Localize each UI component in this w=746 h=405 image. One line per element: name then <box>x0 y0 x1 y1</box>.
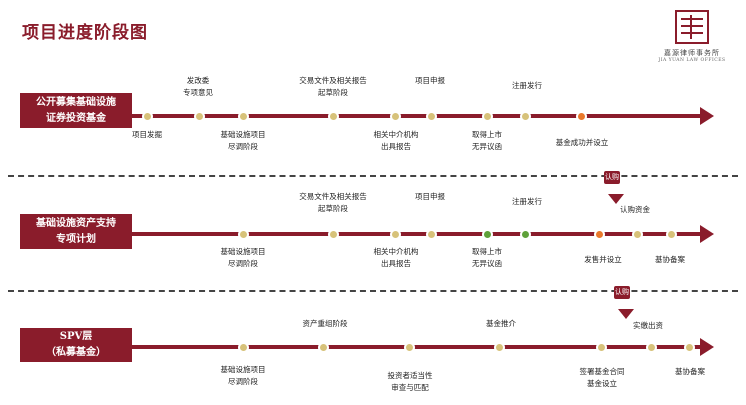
milestone-dot <box>238 342 249 353</box>
milestone-label: 基础设施项目尽调阶段 <box>220 365 266 386</box>
firm-name-en: JIA YUAN LAW OFFICES <box>658 58 726 63</box>
milestone-dot <box>494 342 505 353</box>
subscribe-arrow-icon <box>608 194 624 204</box>
lane-separator <box>8 175 738 177</box>
milestone-dot <box>328 111 339 122</box>
milestone-label: 基础设施项目尽调阶段 <box>220 247 266 268</box>
milestone-dot <box>594 229 605 240</box>
timeline-arrow-icon <box>700 107 714 125</box>
milestone-label: 项目发掘 <box>132 130 162 139</box>
milestone-dot <box>576 111 587 122</box>
milestone-dot <box>520 111 531 122</box>
milestone-label: 交易文件及相关报告起草阶段 <box>299 76 367 97</box>
milestone-dot <box>404 342 415 353</box>
milestone-dot <box>482 229 493 240</box>
milestone-label: 相关中介机构出具报告 <box>373 130 419 151</box>
milestone-label: 资产重组阶段 <box>302 319 348 328</box>
milestone-label: 发售并设立 <box>584 255 622 264</box>
lane-label-abs-plan: 基础设施资产支持 专项计划 <box>20 214 132 249</box>
milestone-dot <box>666 229 677 240</box>
subscribe-tag: 认购 <box>614 286 630 299</box>
milestone-label: 取得上市无异议函 <box>472 247 502 268</box>
milestone-label: 相关中介机构出具报告 <box>373 247 419 268</box>
milestone-dot <box>390 111 401 122</box>
timeline-line <box>132 345 702 349</box>
milestone-label: 认购资金 <box>620 205 650 214</box>
lane-label-line: 证券投资基金 <box>46 112 106 124</box>
subscribe-tag: 认购 <box>604 171 620 184</box>
milestone-dot <box>596 342 607 353</box>
lane-label-line: SPV层 <box>59 331 93 342</box>
milestone-label: 基协备案 <box>655 255 685 264</box>
page-title: 项目进度阶段图 <box>22 23 148 43</box>
milestone-label: 实缴出资 <box>633 321 663 330</box>
milestone-dot <box>318 342 329 353</box>
milestone-dot <box>426 111 437 122</box>
lane-label-line: 专项计划 <box>56 233 96 245</box>
lane-label-line: 基础设施资产支持 <box>36 217 116 229</box>
lane-label-spv: SPV层 （私募基金） <box>20 328 132 362</box>
milestone-dot <box>646 342 657 353</box>
milestone-label: 注册发行 <box>512 81 542 90</box>
firm-name-cn: 嘉源律师事务所 <box>664 49 720 57</box>
milestone-label: 投资者适当性审查与匹配 <box>387 371 433 392</box>
lane-label-public-reit: 公开募集基础设施 证券投资基金 <box>20 93 132 128</box>
milestone-dot <box>390 229 401 240</box>
lane-label-line: 公开募集基础设施 <box>36 96 116 108</box>
milestone-label: 基础设施项目尽调阶段 <box>220 130 266 151</box>
timeline-line <box>132 232 702 236</box>
milestone-dot <box>238 229 249 240</box>
firm-logo-mark <box>675 10 709 44</box>
subscribe-arrow-icon <box>618 309 634 319</box>
milestone-dot <box>520 229 531 240</box>
milestone-label: 项目申报 <box>415 76 445 85</box>
lane-label-line: （私募基金） <box>46 347 106 358</box>
timeline-arrow-icon <box>700 225 714 243</box>
timeline-line <box>132 114 702 118</box>
milestone-label: 取得上市无异议函 <box>472 130 502 151</box>
milestone-label: 基金成功并设立 <box>555 138 609 147</box>
milestone-dot <box>684 342 695 353</box>
milestone-dot <box>194 111 205 122</box>
milestone-dot <box>238 111 249 122</box>
milestone-label: 签署基金合同基金设立 <box>579 367 625 388</box>
milestone-dot <box>328 229 339 240</box>
milestone-label: 基金推介 <box>486 319 516 328</box>
firm-logo: 嘉源律师事务所 JIA YUAN LAW OFFICES <box>652 10 732 63</box>
milestone-dot <box>482 111 493 122</box>
milestone-label: 基协备案 <box>675 367 705 376</box>
milestone-dot <box>142 111 153 122</box>
timeline-arrow-icon <box>700 338 714 356</box>
milestone-label: 交易文件及相关报告起草阶段 <box>299 192 367 213</box>
milestone-dot <box>426 229 437 240</box>
lane-separator <box>8 290 738 292</box>
milestone-label: 项目申报 <box>415 192 445 201</box>
milestone-dot <box>632 229 643 240</box>
milestone-label: 发改委专项意见 <box>183 76 213 97</box>
milestone-label: 注册发行 <box>512 197 542 206</box>
